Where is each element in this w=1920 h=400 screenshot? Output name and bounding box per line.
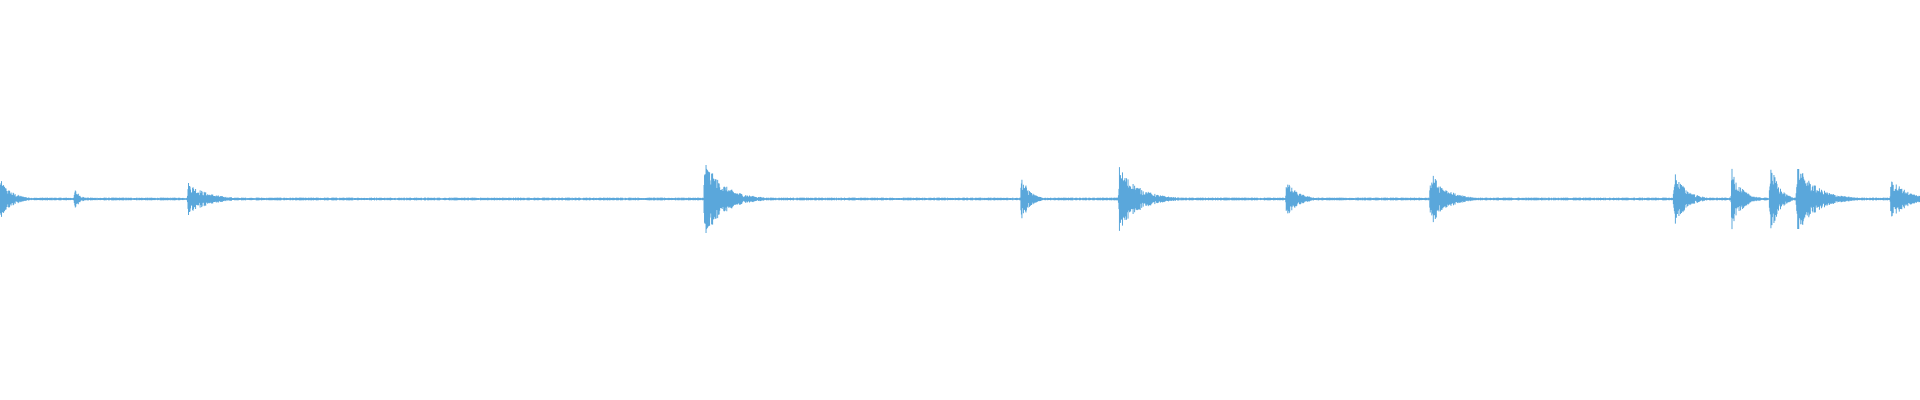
waveform-trace bbox=[0, 164, 1920, 234]
